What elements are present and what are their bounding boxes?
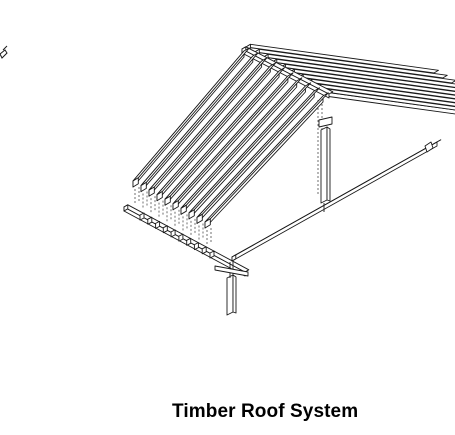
plate-notch-3	[155, 220, 161, 229]
front-rafter-7	[180, 77, 303, 215]
diagram-caption: Timber Roof System	[172, 401, 359, 422]
front-rafter-9-end	[196, 213, 203, 224]
front-rafter-9	[196, 87, 320, 224]
side-beam	[231, 139, 442, 262]
front-rafter-3	[148, 57, 268, 197]
wall-plate	[123, 204, 250, 277]
rear-post-face	[320, 126, 328, 204]
front-post-side	[232, 274, 237, 314]
front-rafter-5-end	[164, 195, 171, 206]
plate-notch-10	[209, 250, 215, 259]
front-post-face	[226, 274, 234, 316]
front-rafter-9-top	[196, 87, 320, 218]
front-rafter-10-top	[204, 92, 329, 223]
beam-board	[231, 139, 442, 262]
plate-board-end	[123, 204, 129, 212]
front-slope-rafters	[132, 47, 329, 229]
front-rafter-10-end	[204, 218, 211, 229]
front-rafter-1-end	[132, 177, 139, 188]
back-slope-rafters	[245, 43, 455, 115]
front-rafter-2-end	[140, 181, 147, 193]
front-rafter-7-end	[180, 204, 187, 215]
front-rafter-10	[204, 92, 329, 229]
front-rafter-6-end	[172, 200, 179, 211]
front-rafter-8-top	[188, 82, 312, 214]
front-rafter-5	[164, 67, 285, 206]
front-rafter-1	[132, 47, 250, 188]
beam-board-top	[231, 139, 442, 258]
rear-post-side	[326, 126, 331, 202]
front-rafter-4	[156, 62, 277, 202]
rear-post-cap	[318, 116, 333, 128]
front-rafter-8-end	[188, 209, 195, 220]
front-rafter-2	[140, 52, 259, 193]
plate-notch-1	[139, 212, 145, 221]
beam-board-end	[231, 254, 237, 262]
front-rafter-8	[188, 82, 312, 220]
beam-end-cap	[424, 141, 434, 153]
front-rafter-4-end	[156, 191, 163, 202]
plate-notch-9	[201, 246, 207, 255]
plate-notch-2	[147, 216, 153, 225]
front-rafter-3-end	[148, 186, 155, 197]
plate-notch-5	[170, 229, 176, 238]
plate-notch-4	[162, 225, 168, 234]
plate-notch-7	[186, 237, 192, 246]
support-posts	[214, 116, 333, 316]
front-post	[214, 260, 249, 316]
front-rafter-6	[172, 72, 294, 211]
edge-fragment	[0, 45, 8, 59]
plate-notch-6	[178, 233, 184, 242]
plate-notch-8	[193, 242, 199, 251]
front-post-bracket	[214, 265, 249, 277]
rear-post	[318, 116, 333, 212]
